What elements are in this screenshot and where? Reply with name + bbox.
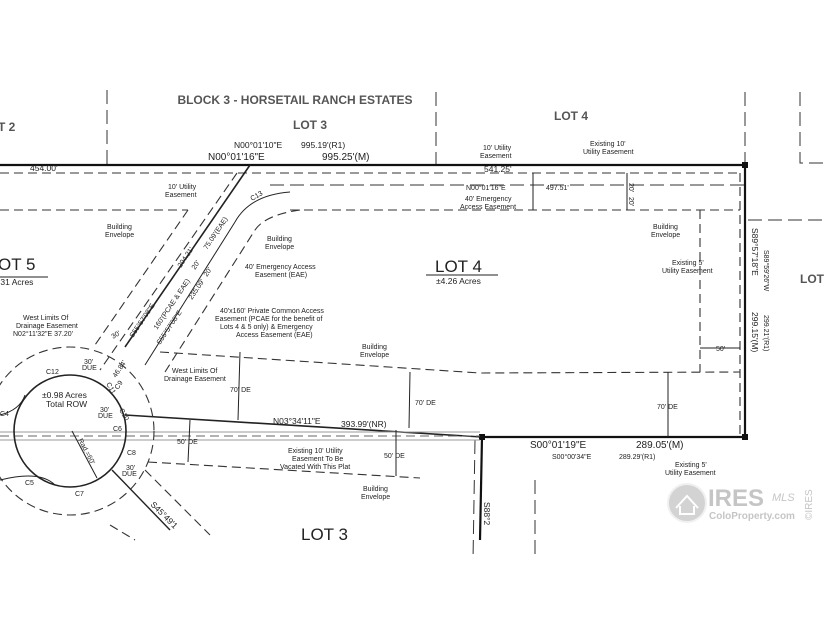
dim-20-c: 20': [191, 260, 202, 271]
nr-dist: 393.99'(NR): [341, 419, 387, 429]
north-r1-dist: 995.19'(R1): [301, 140, 345, 150]
curve-c12: C12: [46, 369, 59, 376]
curve-c5: C5: [25, 480, 34, 487]
lot-3-top-label: LOT 3: [293, 118, 327, 132]
nr-bearing: N03°34'11"E: [273, 416, 321, 426]
south-diag-bearing: S45°49'1: [149, 499, 181, 531]
lot-4-acres: ±4.26 Acres: [436, 276, 481, 286]
watermark-copyright: ©IRES: [804, 489, 815, 520]
watermark-mls: MLS: [772, 492, 795, 504]
due-c: 30'DUE: [122, 465, 137, 478]
dist-4684: 46.84': [112, 360, 128, 380]
south-m-dist: 289.05'(M): [636, 440, 684, 451]
lot-4-top-label: LOT 4: [554, 109, 588, 123]
bearings: N00°01'10"E 995.19'(R1) N00°01'16"E 995.…: [30, 140, 770, 531]
curve-c4: C4: [0, 411, 9, 418]
north-r1-bearing: N00°01'10"E: [234, 140, 283, 150]
lot-dividers: [106, 90, 825, 221]
existing-5-b: Existing 5'Utility Easement: [665, 462, 716, 477]
radius: Rad.=60': [76, 438, 95, 466]
south-r1-bearing: S00°00'34"E: [552, 453, 592, 461]
due-a: 30'DUE: [82, 359, 97, 372]
south-r1-dist: 289.29'(R1): [619, 454, 655, 461]
east-r1-dist: 299.21'(R1): [762, 315, 769, 351]
house-logo-icon: [667, 483, 707, 523]
dim-20-a: 20': [627, 183, 634, 192]
curve-c8: C8: [127, 450, 136, 457]
de-70-a: 70' DE: [230, 387, 251, 394]
curve-c7: C7: [75, 491, 84, 498]
diag1-bearing: S55°57'08"E: [128, 302, 157, 339]
curve-c6: C6: [113, 426, 122, 433]
de-50-a: 50' DE: [177, 439, 198, 446]
ires-watermark: IRES MLS ColoProperty.com ©IRES: [667, 483, 815, 523]
de-70-b: 70' DE: [415, 400, 436, 407]
s88-bearing: S88°2: [482, 502, 492, 526]
north-m-dist: 995.25'(M): [322, 152, 370, 163]
easement-lines: [0, 164, 745, 561]
dist-497: 497.51': [546, 185, 569, 192]
curve-c9: C9: [114, 380, 125, 391]
property-boundary: [0, 162, 748, 541]
east-m-dist: 299.15'(M): [750, 312, 760, 353]
block-title: BLOCK 3 - HORSETAIL RANCH ESTATES: [177, 93, 412, 107]
existing-5-a: Existing 5'Utility Easement: [662, 260, 713, 275]
watermark-site: ColoProperty.com: [709, 511, 795, 522]
inner-bearing: N00°01'16"E: [466, 184, 506, 192]
dist-454: 454.00': [30, 163, 58, 173]
curve-c10: C10: [117, 408, 130, 423]
lot-3-bottom-title: LOT 3: [301, 525, 348, 544]
dist-541: 541.25': [484, 164, 512, 174]
dim-30: 30': [111, 330, 122, 341]
watermark-brand: IRES: [708, 485, 764, 512]
east-m-bearing: S89°57'18"E: [750, 228, 760, 276]
eae-dist: 75.09'(EAE): [203, 216, 230, 251]
due-b: 30'DUE: [98, 407, 113, 420]
dim-50: 50': [716, 346, 725, 353]
north-m-bearing: N00°01'16"E: [208, 152, 265, 163]
lot-4-title: LOT 4: [435, 257, 482, 276]
existing-10-utility: Existing 10'Utility Easement: [583, 141, 634, 156]
south-m-bearing: S00°01'19"E: [530, 440, 586, 451]
lot-right-label: LOT: [800, 272, 825, 286]
de-70-c: 70' DE: [657, 404, 678, 411]
lot-5-acres: .31 Acres: [0, 277, 33, 287]
dim-20-b: 20': [627, 197, 634, 206]
lot-2-label: T 2: [0, 120, 16, 134]
lot-5-title: OT 5: [0, 255, 35, 274]
dim-20-d: 20': [203, 267, 214, 278]
east-r1-bearing: S89°59'26"W: [762, 250, 770, 292]
de-50-b: 50' DE: [384, 453, 405, 460]
